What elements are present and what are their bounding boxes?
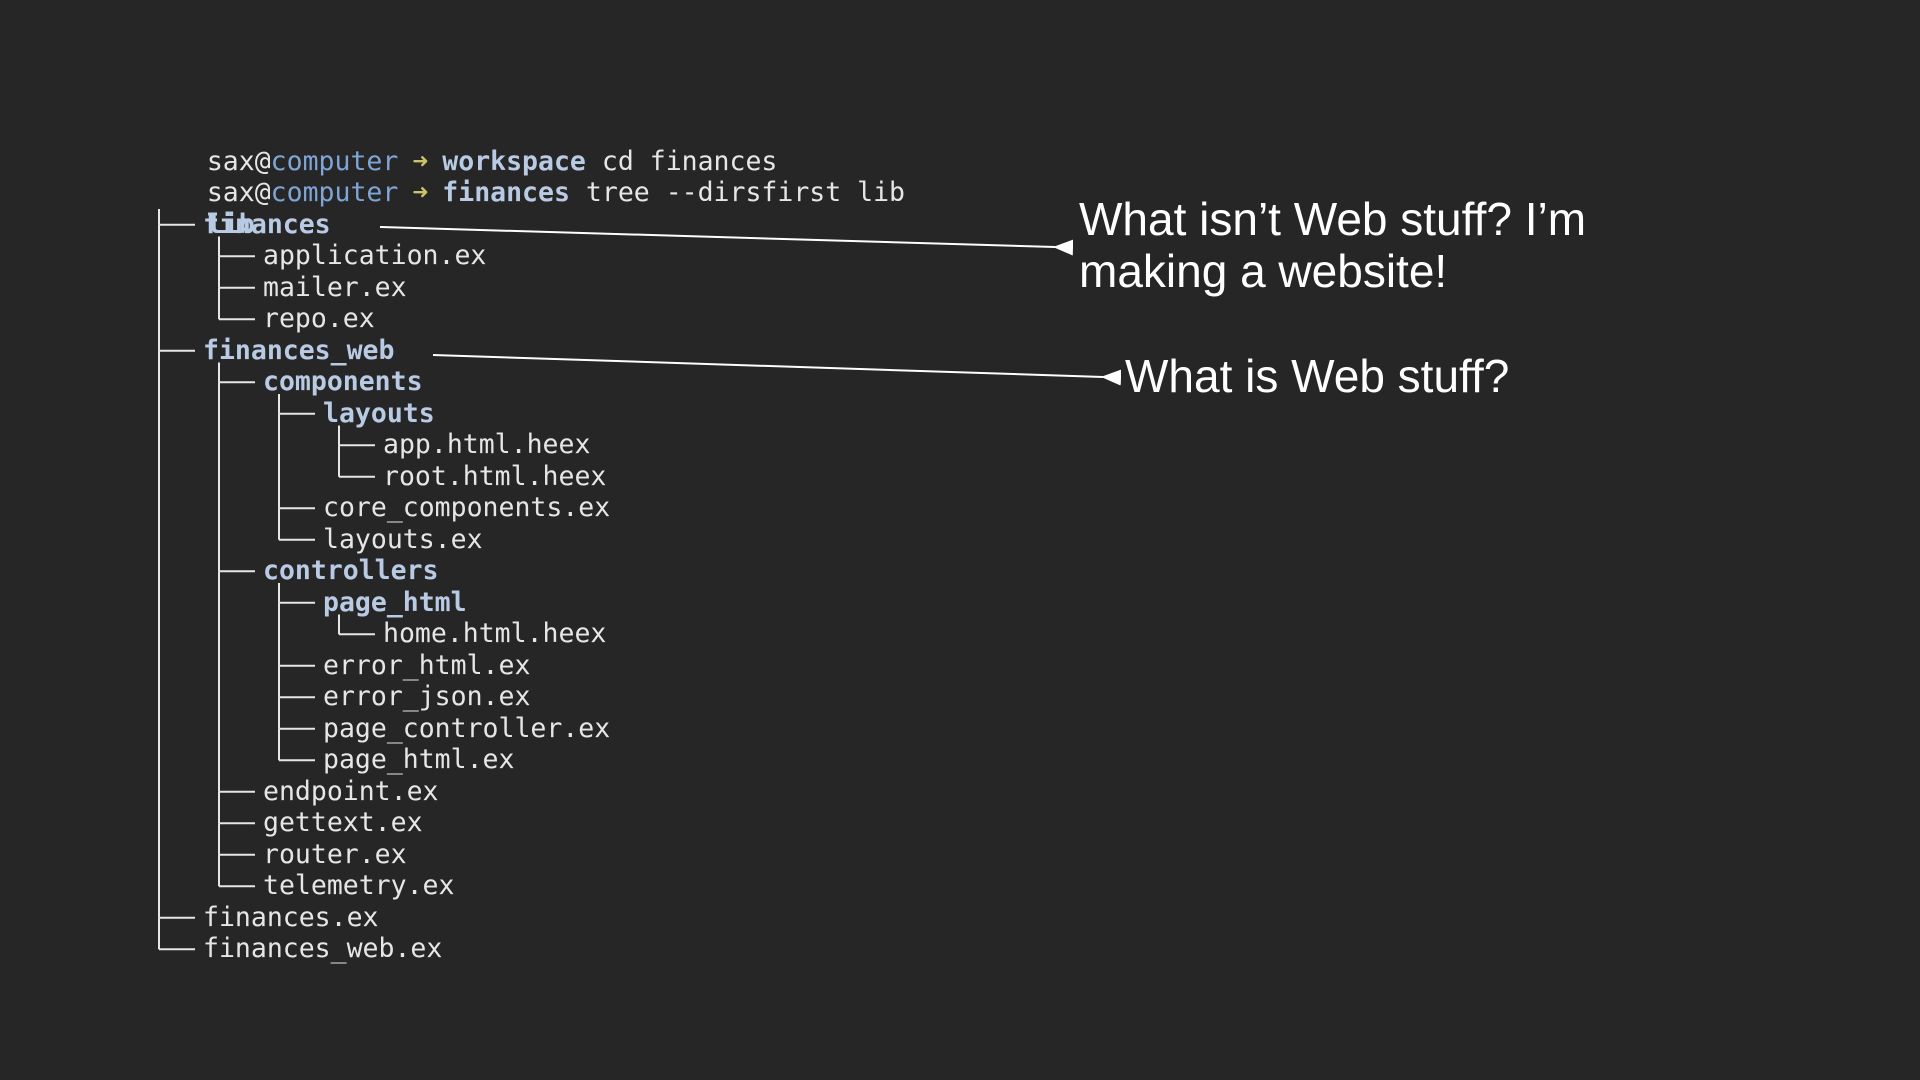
prompt-arrow-icon: ➜ [412,177,429,208]
file-name: root.html.heex [383,460,607,492]
prompt-at: @ [254,177,271,208]
directory-name: finances [203,208,331,240]
tree-file: page_html.ex [143,744,905,776]
file-name: application.ex [263,240,487,271]
annotation-is-web: What is Web stuff? [1125,350,1510,402]
file-name: error_json.ex [323,681,531,712]
file-name: telemetry.ex [263,870,455,901]
directory-name: page_html [323,586,467,618]
tree-file: error_json.ex [143,681,905,713]
tree-file: finances_web.ex [143,933,905,965]
prompt-at: @ [254,145,271,177]
file-name: endpoint.ex [263,775,439,807]
prompt-host: computer [270,145,399,177]
command-text: cd finances [601,145,778,177]
tree-file: telemetry.ex [143,870,905,902]
tree-file: page_controller.ex [143,713,905,745]
prompt-line-2: sax@computer ➜ finances tree --dirsfirst li… [143,146,905,208]
tree-file: application.ex [143,240,905,272]
directory-name: layouts [323,397,435,429]
tree-file: repo.ex [143,303,905,335]
prompt-host: computer [270,177,399,208]
prompt-cwd: workspace [442,145,586,177]
tree-directory: components [143,366,905,398]
prompt-user: sax [206,145,255,177]
command-text: tree --dirsfirst lib [585,177,906,208]
tree-directory: layouts [143,398,905,430]
tree-file: layouts.ex [143,524,905,556]
prompt-user: sax [206,177,255,208]
file-name: core_components.ex [323,492,611,523]
file-name: repo.ex [263,303,375,334]
file-name: app.html.heex [383,429,591,460]
tree-file: router.ex [143,839,905,871]
file-name: finances.ex [203,901,379,933]
tree-file: app.html.heex [143,429,905,461]
file-name: home.html.heex [383,618,607,649]
tree-file: home.html.heex [143,618,905,650]
directory-name: finances_web [203,334,395,366]
tree-file: error_html.ex [143,650,905,682]
file-name: page_html.ex [323,744,515,775]
prompt-line-1: sax@computer ➜ workspace cd finances [143,114,905,177]
file-name: page_controller.ex [323,712,611,744]
tree-file: finances.ex [143,902,905,934]
file-name: error_html.ex [323,649,531,681]
tree-root-label: lib [206,208,255,240]
tree-directory: controllers [143,555,905,587]
tree-file: root.html.heex [143,461,905,493]
tree-file: gettext.ex [143,807,905,839]
arrow-to-finances-web [432,354,1122,386]
file-name: gettext.ex [263,807,423,838]
file-name: mailer.ex [263,271,407,303]
arrow-to-finances [379,226,1074,256]
tree-directory: page_html [143,587,905,619]
annotation-not-web: What isn’t Web stuff? I’m making a websi… [1079,193,1587,297]
file-name: finances_web.ex [203,933,443,964]
file-name: router.ex [263,838,407,870]
directory-name: components [263,366,423,397]
tree-directory: finances [143,209,905,241]
tree-root: lib [143,177,905,240]
tree-file: endpoint.ex [143,776,905,808]
tree-directory: finances_web [143,335,905,367]
directory-name: controllers [263,555,439,586]
file-name: layouts.ex [323,523,483,555]
tree-file: core_components.ex [143,492,905,524]
tree-file: mailer.ex [143,272,905,304]
prompt-arrow-icon: ➜ [412,145,429,177]
prompt-cwd: finances [442,177,570,208]
